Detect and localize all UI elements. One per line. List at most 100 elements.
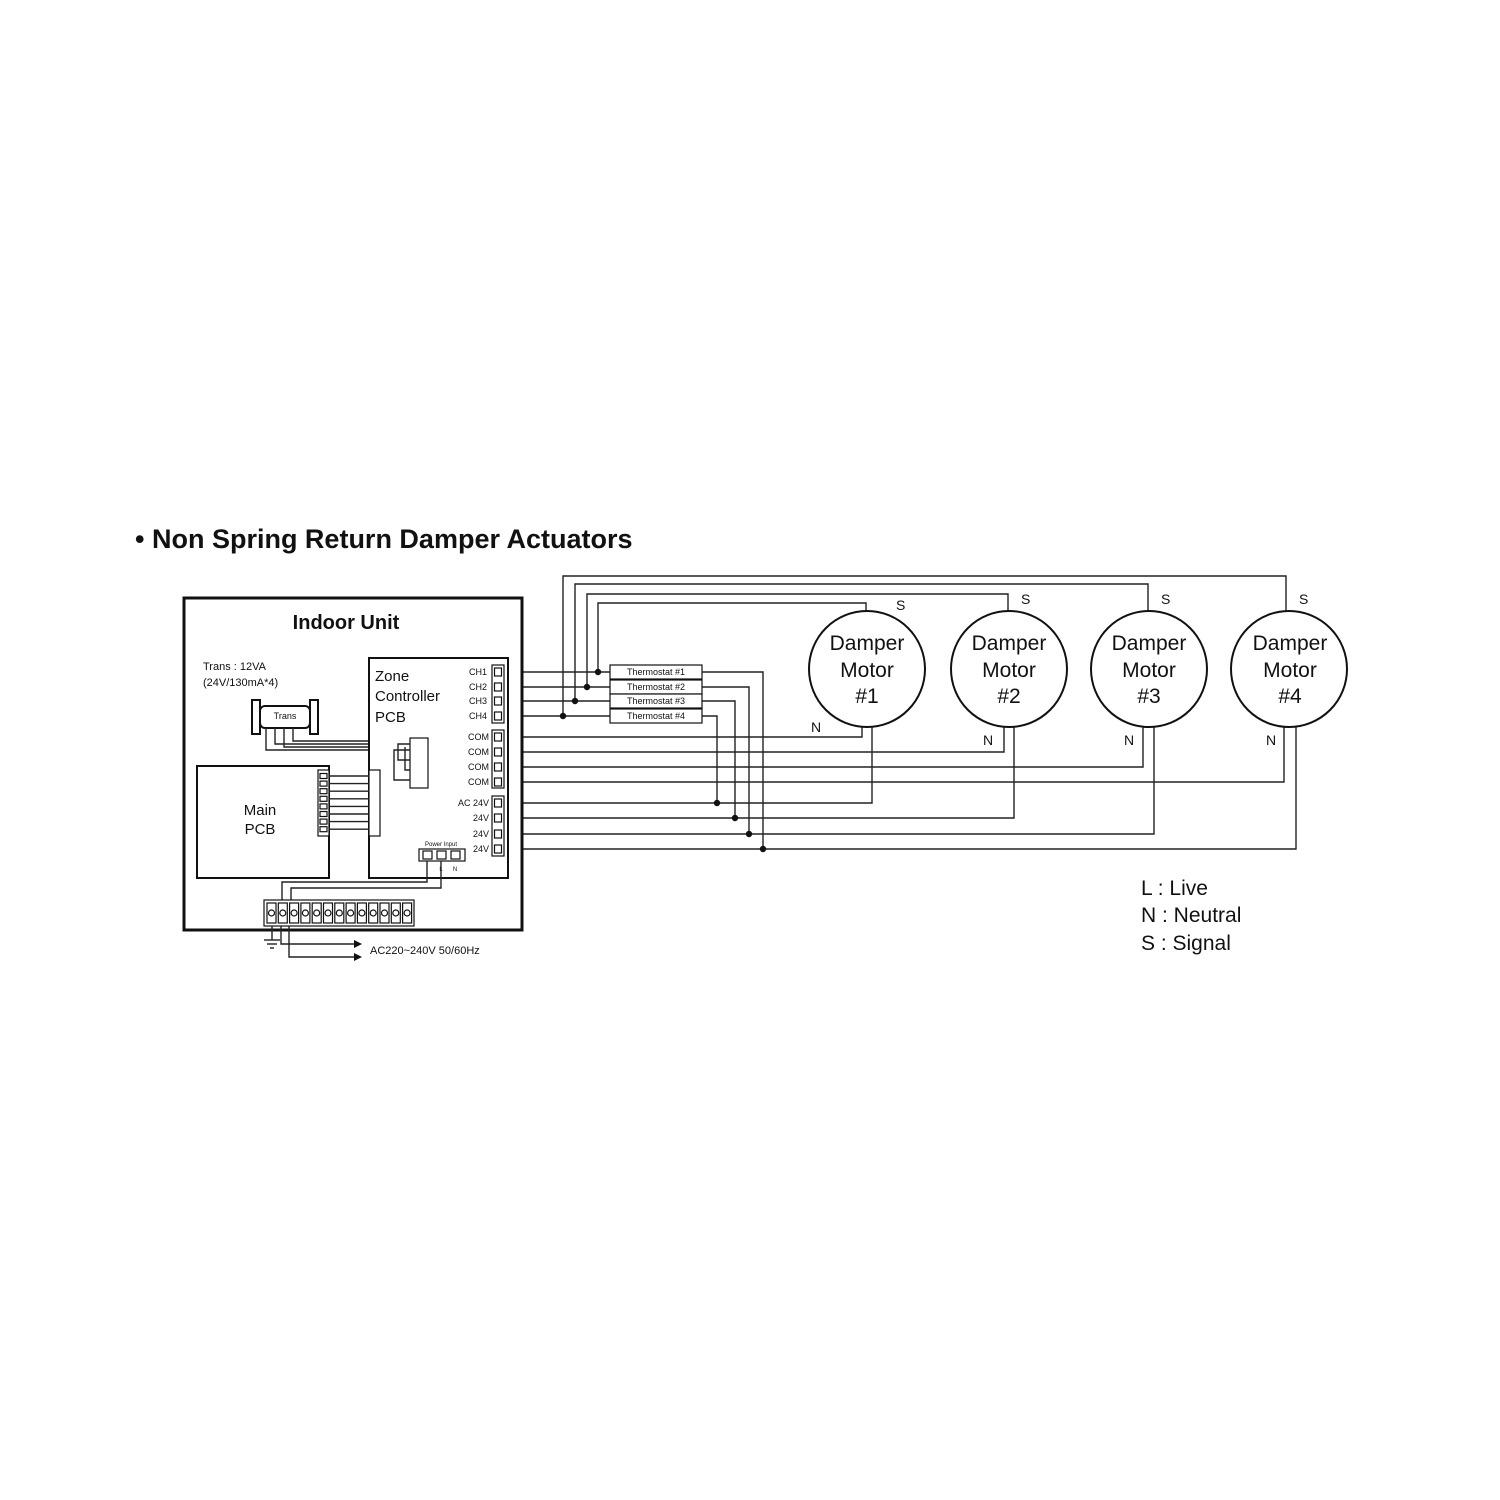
motor-1-line3: #1 xyxy=(855,685,878,708)
com1-label: COM xyxy=(468,732,489,742)
damper-motor-2: Damper Motor #2 S N xyxy=(950,591,1068,748)
motor-3-n-label: N xyxy=(1124,732,1134,748)
ac-terminal-strip xyxy=(491,795,505,857)
zone-pcb-label-3: PCB xyxy=(375,709,406,726)
motor-2-n-label: N xyxy=(983,732,993,748)
motor-1-line2: Motor xyxy=(840,659,894,682)
ac-pin-3 xyxy=(493,829,503,839)
transformer: Trans xyxy=(251,699,410,751)
ac24v-label: AC 24V xyxy=(458,798,489,808)
supply-label: AC220~240V 50/60Hz xyxy=(370,945,480,957)
ribbon-cable xyxy=(329,775,369,830)
motor-3-s-label: S xyxy=(1161,591,1170,607)
thermostat-4-box xyxy=(609,708,703,724)
com-terminal-strip xyxy=(491,729,505,789)
power-wires xyxy=(505,726,1297,850)
com2-label: COM xyxy=(468,747,489,757)
motor-4-line2: Motor xyxy=(1263,659,1317,682)
damper-motor-3: Damper Motor #3 S N xyxy=(1090,591,1208,748)
motor-4-n-label: N xyxy=(1266,732,1276,748)
main-pcb-pin-3 xyxy=(319,788,328,795)
24v-4-label: 24V xyxy=(473,844,489,854)
motor-2-line1: Damper xyxy=(972,632,1047,655)
ch1-label: CH1 xyxy=(469,667,487,677)
zone-pcb-label-2: Controller xyxy=(375,688,440,705)
24v-2-label: 24V xyxy=(473,813,489,823)
diagram-title: • Non Spring Return Damper Actuators xyxy=(135,524,633,554)
power-input-block: Power Input L N xyxy=(281,842,466,900)
ch-terminal-strip xyxy=(491,664,505,724)
legend-neutral: N : Neutral xyxy=(1141,904,1241,927)
zone-controller-pcb xyxy=(368,657,509,879)
bottom-terminal-block xyxy=(263,899,415,927)
ch4-label: CH4 xyxy=(469,711,487,721)
thermostat-block: Thermostat #1 Thermostat #2 Thermostat #… xyxy=(609,664,703,724)
indoor-unit-title: Indoor Unit xyxy=(293,612,400,634)
com-pin-3 xyxy=(493,762,503,772)
thermostat-3-label: Thermostat #3 xyxy=(627,696,685,706)
trans-spec-line1: Trans : 12VA xyxy=(203,661,267,673)
damper-motor-1: Damper Motor #1 S N xyxy=(808,597,926,735)
motor-4-line1: Damper xyxy=(1253,632,1328,655)
motor-1-line1: Damper xyxy=(830,632,905,655)
thermostat-3-box xyxy=(609,693,703,709)
thermostat-1-label: Thermostat #1 xyxy=(627,667,685,677)
bottom-terminal-screw-6 xyxy=(324,909,332,917)
motor-2-line2: Motor xyxy=(982,659,1036,682)
motor-1-s-label: S xyxy=(896,597,905,613)
motor-3-line1: Damper xyxy=(1112,632,1187,655)
com-wires xyxy=(505,726,1285,783)
main-pcb-connector xyxy=(317,769,330,837)
com4-label: COM xyxy=(468,777,489,787)
ch3-label: CH3 xyxy=(469,696,487,706)
ground-symbol xyxy=(264,926,280,949)
bottom-terminal-screw-7 xyxy=(335,909,343,917)
ch-pin-1 xyxy=(493,667,503,677)
power-input-label: Power Input xyxy=(425,842,457,848)
main-pcb-pin-7 xyxy=(319,818,328,825)
bottom-terminal-screw-5 xyxy=(313,909,321,917)
ac-pin-2 xyxy=(493,813,503,823)
bottom-terminal-screw-10 xyxy=(369,909,377,917)
motor-2-s-label: S xyxy=(1021,591,1030,607)
main-pcb-pin-5 xyxy=(319,803,328,810)
bottom-terminal-screw-3 xyxy=(290,909,298,917)
transformer-connector xyxy=(393,737,429,789)
motor-2-line3: #2 xyxy=(997,685,1020,708)
com-pin-4 xyxy=(493,777,503,787)
motor-4-s-label: S xyxy=(1299,591,1308,607)
indoor-unit: Indoor Unit Trans : 12VA (24V/130mA*4) T… xyxy=(182,596,524,932)
motor-1-n-label: N xyxy=(811,719,821,735)
bottom-terminal-screw-12 xyxy=(392,909,400,917)
ch-pin-4 xyxy=(493,711,503,721)
zone-pcb-label-1: Zone xyxy=(375,668,409,685)
signal-wires xyxy=(505,575,1287,849)
com-pin-1 xyxy=(493,732,503,742)
ch-pin-3 xyxy=(493,696,503,706)
junction-dots xyxy=(559,668,767,853)
main-pcb-label-1: Main xyxy=(244,802,277,819)
legend-live: L : Live xyxy=(1141,877,1208,900)
ch-pin-2 xyxy=(493,682,503,692)
damper-motor-4: Damper Motor #4 S N xyxy=(1230,591,1348,748)
thermostat-4-label: Thermostat #4 xyxy=(627,711,685,721)
legend-signal: S : Signal xyxy=(1141,932,1231,955)
zone-pcb-connector xyxy=(368,769,381,837)
thermostat-2-label: Thermostat #2 xyxy=(627,682,685,692)
ac-pin-4 xyxy=(493,844,503,854)
main-pcb-pin-4 xyxy=(319,795,328,802)
supply-arrows xyxy=(280,926,362,961)
legend: L : Live N : Neutral S : Signal xyxy=(1141,877,1241,955)
transformer-label: Trans xyxy=(274,711,297,721)
ch2-label: CH2 xyxy=(469,682,487,692)
24v-3-label: 24V xyxy=(473,829,489,839)
motor-3-line3: #3 xyxy=(1137,685,1160,708)
main-pcb-label-2: PCB xyxy=(245,821,276,838)
motor-4-line3: #4 xyxy=(1278,685,1302,708)
main-pcb-pin-6 xyxy=(319,810,328,818)
bottom-terminal-screw-8 xyxy=(347,909,355,917)
main-pcb xyxy=(196,765,330,879)
bottom-terminal-screw-1 xyxy=(267,909,276,917)
ac-pin-1 xyxy=(493,798,503,808)
